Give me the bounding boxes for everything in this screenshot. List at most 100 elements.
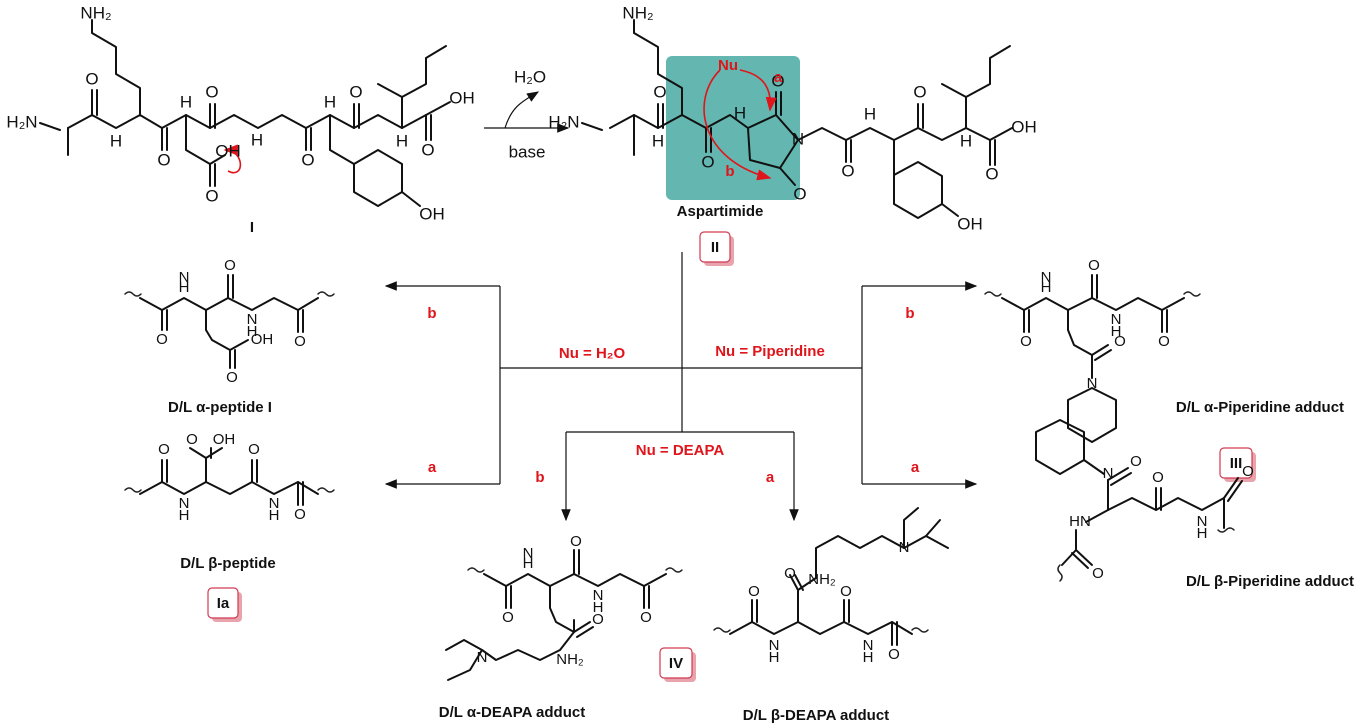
svg-text:O: O (570, 533, 582, 550)
svg-text:HN: HN (1069, 513, 1091, 530)
svg-text:O: O (888, 646, 900, 663)
svg-text:OH: OH (449, 88, 475, 107)
base-reagent: base (509, 142, 546, 161)
compound-I-structure (39, 19, 451, 207)
svg-text:O: O (158, 441, 170, 458)
svg-text:O: O (592, 611, 604, 628)
svg-text:H: H (863, 649, 874, 666)
svg-text:H: H (960, 131, 972, 150)
svg-text:O: O (226, 369, 238, 386)
right-b-label: b (905, 305, 914, 322)
svg-text:O: O (502, 609, 514, 626)
svg-text:H: H (251, 130, 263, 149)
svg-text:H: H (179, 279, 190, 296)
svg-text:O: O (205, 82, 218, 101)
svg-text:OH: OH (419, 204, 445, 223)
compound-I-atoms: NH₂ H₂N O H O H O H O H O H O OH OH O OH (6, 3, 474, 223)
svg-text:N: N (899, 539, 910, 556)
alpha-deapa-label: D/L α-DEAPA adduct (439, 704, 585, 721)
path-a-label: a (774, 69, 783, 86)
svg-text:O: O (301, 150, 314, 169)
beta-piperidine-label: D/L β-Piperidine adduct (1186, 573, 1354, 590)
alpha-deapa-atoms: N H O O N H O O NH₂ N (477, 533, 652, 668)
svg-text:O: O (349, 82, 362, 101)
svg-text:N: N (863, 637, 874, 654)
svg-text:OH: OH (251, 331, 274, 348)
badge-II: II (699, 231, 734, 266)
svg-text:O: O (224, 257, 236, 274)
svg-text:O: O (1092, 565, 1104, 582)
svg-text:OH: OH (213, 431, 236, 448)
svg-text:III: III (1230, 455, 1243, 472)
svg-text:Ia: Ia (217, 595, 230, 612)
svg-text:H: H (769, 649, 780, 666)
svg-text:H: H (1111, 323, 1122, 340)
svg-text:N: N (269, 495, 280, 512)
svg-text:O: O (771, 71, 784, 90)
alpha-piperidine-structure (984, 274, 1201, 443)
svg-text:H: H (523, 555, 534, 572)
beta-deapa-label: D/L β-DEAPA adduct (743, 707, 889, 724)
svg-text:H: H (110, 131, 122, 150)
svg-text:O: O (186, 431, 198, 448)
svg-text:O: O (701, 152, 714, 171)
svg-text:O: O (156, 331, 168, 348)
svg-text:O: O (653, 82, 666, 101)
svg-text:H: H (180, 92, 192, 111)
svg-text:O: O (985, 164, 998, 183)
svg-text:H: H (396, 131, 408, 150)
svg-text:O: O (85, 69, 98, 88)
aspartimide-label: Aspartimide (677, 203, 764, 220)
svg-text:H: H (593, 599, 604, 616)
svg-text:O: O (1158, 333, 1170, 350)
svg-text:N: N (593, 587, 604, 604)
svg-text:OH: OH (957, 214, 983, 233)
beta-peptide-atoms: O OH O O N H N H O (158, 431, 306, 524)
badge-IV: IV (659, 647, 696, 682)
left-b-label: b (427, 305, 436, 322)
svg-text:N: N (1197, 513, 1208, 530)
svg-text:O: O (294, 506, 306, 523)
svg-text:O: O (1242, 463, 1254, 480)
svg-text:O: O (841, 161, 854, 180)
reaction-arrow: H₂O base (484, 67, 570, 161)
svg-text:H: H (864, 104, 876, 123)
beta-peptide-label: D/L β-peptide (180, 555, 276, 572)
beta-peptide-structure (124, 447, 335, 506)
beta-piperidine-structure (1035, 419, 1243, 582)
svg-text:O: O (421, 140, 434, 159)
svg-text:N: N (1111, 311, 1122, 328)
svg-text:IV: IV (669, 655, 683, 672)
svg-text:H: H (1197, 525, 1208, 542)
svg-text:O: O (640, 609, 652, 626)
svg-text:O: O (1088, 257, 1100, 274)
svg-text:II: II (711, 239, 719, 256)
svg-text:H: H (269, 507, 280, 524)
svg-text:H: H (734, 103, 746, 122)
svg-text:N: N (1103, 465, 1114, 482)
alpha-peptide-structure (124, 274, 335, 369)
svg-text:NH₂: NH₂ (556, 651, 584, 668)
beta-deapa-atoms: O NH₂ O O N H N H O N (748, 539, 909, 666)
svg-text:O: O (248, 441, 260, 458)
bottom-b-label: b (535, 469, 544, 486)
beta-piperidine-atoms: N O O HN N H O O (1069, 453, 1254, 582)
alpha-piperidine-label: D/L α-Piperidine adduct (1176, 399, 1344, 416)
svg-text:O: O (913, 82, 926, 101)
condition-water: Nu = H₂O (559, 345, 626, 362)
svg-text:O: O (294, 333, 306, 350)
branch-lines (384, 252, 978, 522)
bottom-a-label: a (766, 469, 775, 486)
svg-text:N: N (179, 495, 190, 512)
svg-text:H: H (652, 131, 664, 150)
svg-text:H: H (1041, 279, 1052, 296)
svg-text:NH₂: NH₂ (808, 571, 836, 588)
water-reagent: H₂O (514, 67, 546, 86)
svg-text:NH₂: NH₂ (80, 3, 111, 22)
svg-text:O: O (1130, 453, 1142, 470)
svg-text:N: N (477, 649, 488, 666)
svg-text:O: O (1152, 469, 1164, 486)
svg-text:N: N (792, 129, 804, 148)
svg-text:N: N (1041, 269, 1052, 286)
badge-III: III (1219, 447, 1256, 482)
